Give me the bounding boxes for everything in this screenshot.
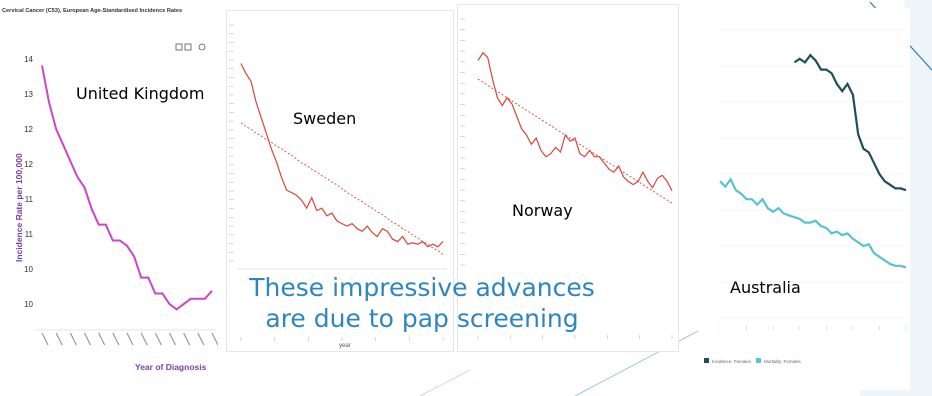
sweden-country-label: Sweden	[293, 109, 357, 128]
uk-x-tick	[126, 332, 134, 346]
australia-country-label: Australia	[730, 278, 801, 297]
uk-x-tick	[211, 332, 219, 346]
sweden-trend-line	[240, 122, 444, 255]
sweden-y-ticks	[229, 24, 234, 262]
sweden-x-axis-label: year	[339, 343, 351, 349]
norway-x-ticks	[477, 335, 673, 339]
uk-y-tick-label: 10	[24, 265, 33, 274]
export-icon[interactable]	[184, 43, 192, 51]
uk-x-tick	[83, 332, 92, 346]
uk-x-tick	[69, 332, 77, 346]
norway-chart	[460, 18, 673, 339]
print-icon[interactable]	[175, 43, 183, 51]
uk-x-tick	[168, 332, 177, 346]
australia-chart: Incidence: Females Mortality: Females	[704, 29, 907, 364]
australia-panel: Incidence: Females Mortality: Females Au…	[698, 8, 910, 390]
legend-label-mortality: Mortality: Females	[764, 359, 802, 364]
uk-y-tick-label: 10	[24, 300, 33, 309]
australia-gridlines	[720, 29, 906, 319]
uk-y-tick-label: 11	[25, 195, 34, 204]
uk-x-tick	[55, 332, 63, 346]
uk-chart: Cervical Cancer (C53), European Age-Stan…	[2, 8, 219, 372]
uk-y-tick-label: 14	[24, 55, 33, 64]
uk-y-tick-label: 13	[24, 90, 33, 99]
uk-x-tick	[98, 332, 106, 346]
legend-swatch-mortality	[756, 358, 761, 363]
deco-line-bottom-2	[419, 369, 471, 396]
sweden-chart: year	[229, 24, 447, 349]
uk-x-tick	[154, 332, 162, 346]
uk-chart-title: Cervical Cancer (C53), European Age-Stan…	[2, 8, 182, 14]
uk-y-tick-label: 11	[25, 230, 34, 239]
zoom-icon[interactable]	[198, 43, 206, 51]
australia-incidence-line	[793, 53, 907, 192]
sweden-panel: year Sweden	[226, 10, 454, 352]
sweden-x-ticks	[240, 337, 444, 341]
australia-mortality-line	[719, 177, 907, 269]
uk-x-ticks	[41, 332, 219, 346]
uk-y-ticks: 14 13 12 12 11 11 10 10	[24, 55, 33, 309]
uk-y-tick-label: 12	[24, 125, 33, 134]
uk-y-tick-label: 12	[24, 160, 33, 169]
caption: These impressive advances are due to pap…	[232, 272, 612, 334]
uk-x-tick	[112, 332, 120, 346]
caption-line-1: These impressive advances	[249, 273, 595, 302]
uk-panel: Cervical Cancer (C53), European Age-Stan…	[0, 0, 219, 390]
norway-series-line	[477, 51, 673, 192]
uk-x-tick	[183, 332, 191, 346]
sweden-series-line	[240, 63, 444, 248]
uk-country-label: United Kingdom	[76, 84, 205, 103]
uk-x-axis-label: Year of Diagnosis	[135, 362, 207, 372]
norway-panel: Norway	[457, 4, 679, 352]
uk-x-tick	[140, 332, 148, 346]
legend-label-incidence: Incidence: Females	[712, 359, 752, 364]
norway-country-label: Norway	[512, 201, 573, 220]
uk-x-tick	[41, 332, 49, 346]
australia-x-ticks	[719, 326, 907, 330]
legend-swatch-incidence	[704, 358, 709, 363]
australia-legend: Incidence: Females Mortality: Females	[704, 358, 802, 364]
uk-series-line	[41, 65, 213, 311]
uk-y-axis-label: Incidence Rate per 100,000	[14, 153, 24, 262]
norway-y-ticks	[460, 18, 465, 266]
caption-line-2: are due to pap screening	[265, 304, 579, 333]
uk-x-tick	[197, 332, 205, 346]
deco-line-bottom	[574, 329, 701, 396]
uk-toolbar-icons[interactable]	[175, 43, 206, 51]
